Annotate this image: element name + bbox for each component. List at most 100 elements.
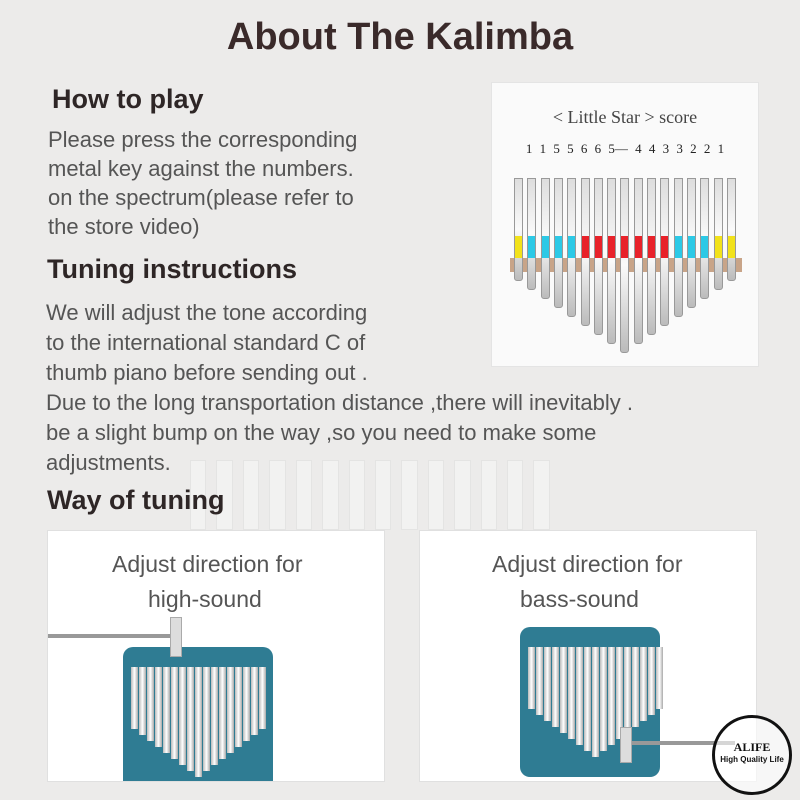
kalimba-tine — [624, 647, 631, 733]
kalimba-tine — [552, 647, 559, 727]
kalimba-tine — [616, 647, 623, 739]
kalimba-tine — [568, 647, 575, 739]
key-color-marker — [608, 236, 616, 258]
text-line: be a slight bump on the way ,so you need… — [46, 420, 597, 445]
tuning-text: We will adjust the tone according to the… — [46, 298, 633, 478]
kalimba-key — [527, 178, 537, 290]
caption-line1: Adjust direction for — [492, 551, 683, 577]
kalimba-tine — [592, 647, 599, 757]
kalimba-tine — [648, 647, 655, 715]
kalimba-tine — [243, 667, 250, 741]
kalimba-tine — [163, 667, 170, 753]
text-line: Please press the corresponding — [48, 127, 358, 152]
kalimba-tine — [219, 667, 226, 759]
kalimba-key — [567, 178, 577, 317]
kalimba-tine — [131, 667, 138, 729]
key-color-marker — [515, 236, 522, 258]
kalimba-key — [553, 178, 563, 308]
kalimba-tine — [576, 647, 583, 745]
kalimba-key — [647, 178, 656, 335]
text-line: adjustments. — [46, 450, 171, 475]
bass-sound-photo: Adjust direction for bass-sound — [419, 530, 757, 782]
text-line: on the spectrum(please refer to — [48, 185, 354, 210]
kalimba-image — [123, 647, 273, 781]
kalimba-image — [520, 627, 663, 777]
kalimba-key — [686, 178, 696, 308]
text-line: the store video) — [48, 214, 200, 239]
kalimba-tine — [656, 647, 663, 709]
text-line: to the international standard C of — [46, 330, 366, 355]
key-color-marker — [594, 236, 602, 258]
key-color-marker — [621, 236, 629, 258]
key-color-marker — [714, 236, 722, 258]
kalimba-key — [593, 178, 603, 335]
kalimba-tine — [187, 667, 194, 771]
key-color-marker — [727, 236, 735, 258]
logo-tagline: High Quality Life — [720, 755, 784, 764]
text-line: thumb piano before sending out . — [46, 360, 368, 385]
kalimba-tine — [584, 647, 591, 751]
kalimba-key — [713, 178, 723, 290]
key-color-marker — [634, 236, 642, 258]
score-notes: 1 1 5 5 6 6 5— 4 4 3 3 2 2 1 — [525, 141, 725, 156]
kalimba-tine — [560, 647, 567, 733]
kalimba-diagram — [510, 178, 742, 353]
kalimba-tine — [155, 667, 162, 747]
kalimba-key — [514, 178, 523, 281]
kalimba-key — [580, 178, 590, 326]
key-color-marker — [541, 236, 549, 258]
kalimba-tine — [227, 667, 234, 753]
key-color-marker — [528, 236, 536, 258]
caption-line1: Adjust direction for — [112, 551, 303, 577]
kalimba-tine — [600, 647, 607, 751]
key-color-marker — [661, 236, 669, 258]
score-card: < Little Star > score 1 1 5 5 6 6 5— 4 4… — [491, 82, 759, 367]
key-color-marker — [674, 236, 682, 258]
kalimba-tine — [632, 647, 639, 727]
background-kalimba — [190, 460, 550, 530]
kalimba-tine — [179, 667, 186, 765]
kalimba-tine — [640, 647, 647, 721]
kalimba-key — [540, 178, 550, 299]
key-color-marker — [701, 236, 709, 258]
caption-line2: bass-sound — [520, 586, 639, 612]
key-color-marker — [554, 236, 562, 258]
kalimba-tine — [608, 647, 615, 745]
caption-line2: high-sound — [148, 586, 262, 612]
kalimba-key — [633, 178, 643, 344]
how-to-play-heading: How to play — [52, 84, 204, 114]
high-sound-photo: Adjust direction for high-sound — [47, 530, 385, 782]
score-title: < Little Star > score — [552, 107, 698, 127]
key-color-marker — [568, 236, 576, 258]
text-line: We will adjust the tone according — [46, 300, 368, 325]
hammer-head — [170, 617, 182, 657]
how-to-play-text: Please press the corresponding metal key… — [48, 125, 357, 241]
logo-name: ALIFE — [733, 740, 771, 754]
kalimba-key — [620, 178, 630, 353]
kalimba-key — [700, 178, 710, 299]
kalimba-tine — [139, 667, 146, 735]
key-color-marker — [581, 236, 589, 258]
key-color-marker — [687, 236, 695, 258]
kalimba-key — [660, 178, 670, 326]
kalimba-tine — [211, 667, 218, 765]
key-color-marker — [648, 236, 655, 258]
tuning-hammer — [48, 634, 178, 638]
kalimba-tine — [147, 667, 154, 741]
kalimba-tine — [544, 647, 551, 721]
kalimba-key — [726, 178, 736, 281]
kalimba-tine — [235, 667, 242, 747]
hammer-head — [620, 727, 632, 763]
brand-logo: ALIFE High Quality Life — [712, 715, 792, 795]
kalimba-tine — [536, 647, 543, 715]
kalimba-tine — [195, 667, 202, 777]
kalimba-tine — [528, 647, 535, 709]
page-title: About The Kalimba — [226, 16, 574, 58]
kalimba-key — [607, 178, 617, 344]
tuning-hammer — [625, 741, 735, 745]
kalimba-tine — [203, 667, 210, 771]
tuning-heading: Tuning instructions — [47, 254, 297, 284]
text-line: Due to the long transportation distance … — [46, 390, 633, 415]
way-of-tuning-heading: Way of tuning — [47, 485, 225, 515]
kalimba-tine — [251, 667, 258, 735]
